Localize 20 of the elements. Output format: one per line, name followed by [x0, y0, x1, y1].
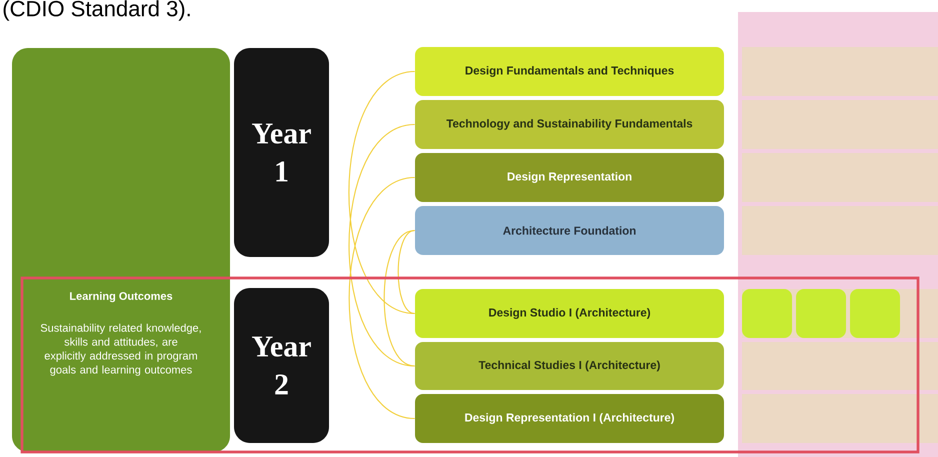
course-box: Design Representation: [415, 153, 724, 202]
course-box: Architecture Foundation: [415, 206, 724, 255]
course-box: Design Fundamentals and Techniques: [415, 47, 724, 96]
course-box: Technology and Sustainability Fundamentals: [415, 100, 724, 149]
small-box: [742, 289, 792, 338]
course-box: Design Studio I (Architecture): [415, 289, 724, 338]
panel-text: Sustainability related knowledge, skills and attitudes, are explicitly addressed in program goals and learning outcomes: [40, 324, 201, 376]
panel-heading: Learning Outcomes: [70, 292, 172, 302]
connector-curve: [384, 230, 415, 367]
connector-curve: [348, 176, 415, 420]
caption-text: (CDIO Standard 3).: [4, 0, 190, 21]
connector-curve: [398, 230, 415, 314]
course-box: Design Representation I (Architecture): [415, 394, 724, 443]
year-box: Year 1: [234, 48, 329, 257]
small-box: [850, 289, 900, 338]
course-box: Technical Studies I (Architecture): [415, 342, 724, 390]
connector-curve: [348, 124, 415, 367]
connector-curve: [348, 70, 415, 314]
small-box: [796, 289, 846, 338]
year-box: Year 2: [234, 288, 329, 443]
